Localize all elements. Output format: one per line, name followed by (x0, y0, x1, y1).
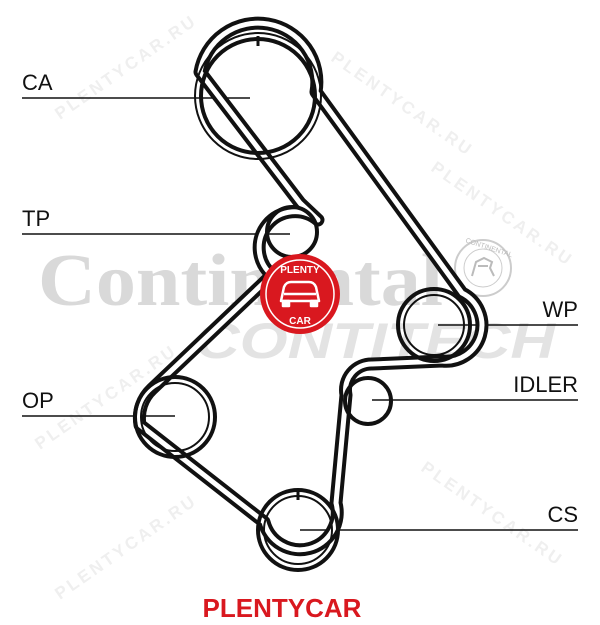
label-idler: IDLER (513, 372, 578, 397)
plentycar-logo: PLENTY CAR (260, 254, 340, 334)
horse-icon (471, 256, 495, 277)
pulley-oil-pump (133, 375, 217, 459)
watermark-repeat-6: PLENTYCAR.RU (51, 491, 200, 604)
label-op: OP (22, 388, 54, 413)
logo-text-bottom: CAR (289, 316, 311, 327)
pulley-water-pump (396, 287, 472, 363)
logo-text-top: PLENTY (280, 265, 320, 276)
label-cs: CS (547, 502, 578, 527)
pulleys (133, 32, 472, 572)
pulley-idler (343, 376, 393, 426)
pulley-camshaft (194, 32, 322, 160)
watermark-repeat-1: PLENTYCAR.RU (51, 11, 200, 124)
pulley-crankshaft (256, 488, 340, 572)
car-icon (279, 280, 321, 308)
label-wp: WP (543, 297, 578, 322)
footer-brand: PLENTYCAR (203, 593, 362, 623)
label-tp: TP (22, 206, 50, 231)
label-ca: CA (22, 70, 53, 95)
watermark-repeat-5: PLENTYCAR.RU (418, 458, 567, 571)
